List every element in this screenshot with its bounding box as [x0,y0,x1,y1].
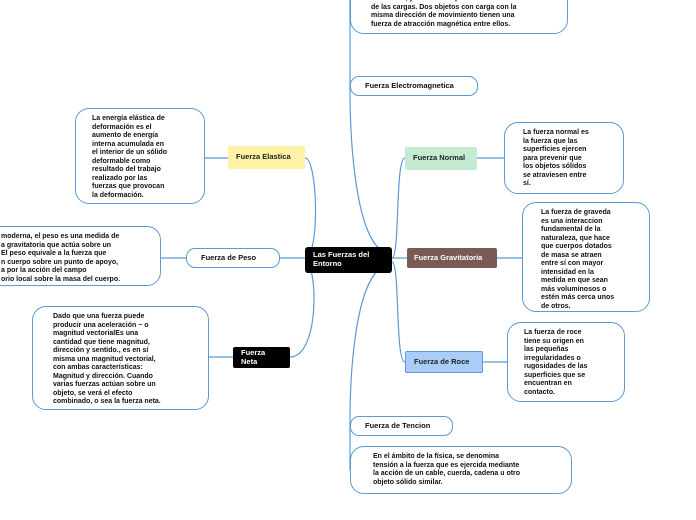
normal-description: La fuerza normal es la fuerza que las su… [504,122,624,194]
neta-node[interactable]: Fuerza Neta [233,347,290,368]
elastica-node[interactable]: Fuerza Elastica [228,146,305,169]
gravitatoria-node[interactable]: Fuerza Gravitatoria [407,248,497,268]
normal-node[interactable]: Fuerza Normal [405,147,477,170]
tencion-description: En el ámbito de la física, se denomina t… [350,446,572,494]
peso-description: moderna, el peso es una medida de a grav… [0,226,161,286]
electromagnetica-node[interactable]: Fuerza Electromagnetica [350,76,478,96]
roce-description: La fuerza de roce tiene su origen en las… [507,322,625,402]
gravitatoria-description: La fuerza de graveda es una interaccion … [522,202,650,312]
tencion-node[interactable]: Fuerza de Tencion [350,416,453,436]
elastica-description: La energía elástica de deformación es el… [75,108,205,204]
peso-node[interactable]: Fuerza de Peso [186,248,280,268]
central-topic[interactable]: Las Fuerzas del Entorno [305,247,392,273]
electromagnetica-description: naturaleza, y es causada por el movimien… [350,0,568,34]
neta-description: Dado que una fuerza puede producir una a… [32,306,209,410]
roce-node[interactable]: Fuerza de Roce [405,351,483,373]
